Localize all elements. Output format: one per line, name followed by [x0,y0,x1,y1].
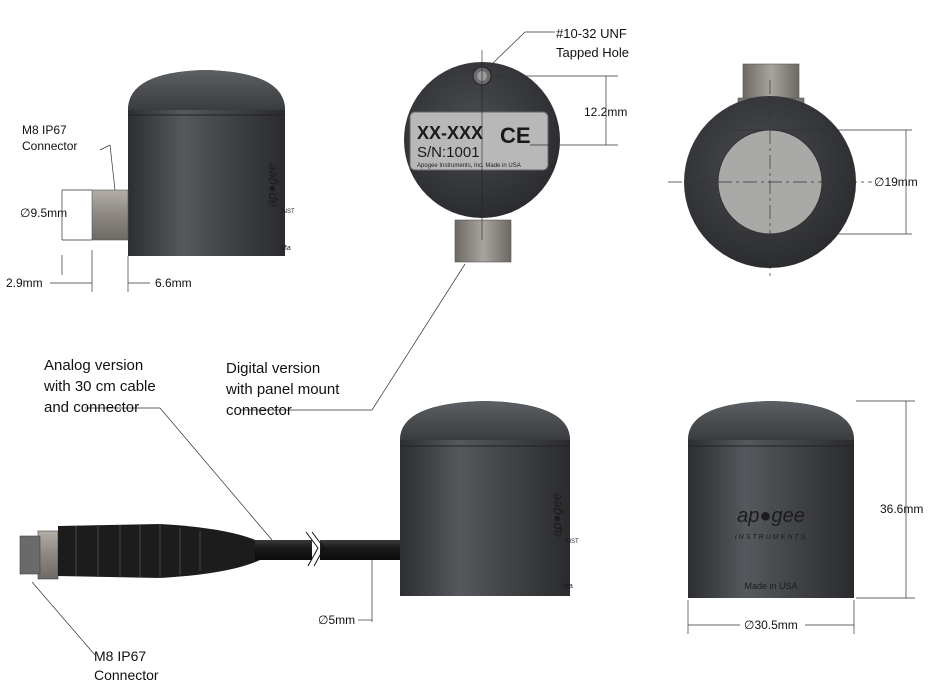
analog-callout-line3: and connector [44,399,140,416]
hole-label-line1: #10-32 UNF [556,26,627,41]
bottom-connector-label-line1: M8 IP67 [94,648,147,664]
side-view-top-left [50,70,285,292]
logo-sub-text: INST [565,539,579,545]
overmold-boot [58,524,260,578]
dim-width: ∅30.5mm [744,618,798,632]
plate-footer: Apogee Instruments, Inc. Made in USA [417,163,521,169]
made-badge-text: Ma [281,245,291,252]
logo-sub-text: INST [281,209,295,215]
dim-cable-dia: ∅5mm [318,613,356,627]
digital-callout-line1: Digital version [226,360,321,377]
dim-connector-dia: ∅9.5mm [20,206,68,220]
front-view-bottom-right [687,400,915,634]
digital-callout-line2: with panel mount [226,381,340,398]
cable-assembly [19,524,402,580]
top-view-right [668,63,912,280]
logo-text: ap●gee [549,493,564,537]
m8-connector-stub [91,189,129,241]
made-badge-text: Ma [563,583,573,590]
dim-hole-offset: 12.2mm [584,105,628,119]
dim-connector-len: 2.9mm [6,276,43,290]
dim-offset: 6.6mm [155,276,192,290]
callout-leaders [31,263,466,656]
sensor-dome [128,70,285,110]
hole-label-line2: Tapped Hole [556,45,629,60]
front-logo-sub: INSTRUMENTS [735,534,808,541]
connector-label-line1: M8 IP67 [22,123,67,137]
bottom-connector-label-line2: Connector [94,667,159,683]
analog-callout-line1: Analog version [44,357,144,374]
side-logo-bottom-middle: ap●gee [549,493,564,537]
face-view-top-middle [404,31,618,263]
cable-segment-left [255,540,312,560]
digital-callout-line3: connector [226,402,292,419]
connector-label-line2: Connector [22,139,78,153]
sensor-body [400,401,570,596]
analog-callout-line2: with 30 cm cable [44,378,156,395]
sensor-body [128,70,285,256]
front-logo: ap●gee [737,505,805,527]
side-logo-top-left: ap●gee [264,163,279,207]
logo-text: ap●gee [264,163,279,207]
side-view-bottom-middle [358,401,570,622]
made-in-text: Made in USA [744,581,797,591]
m8-cable-plug [37,530,59,580]
sensor-body [688,401,854,598]
cable-segment-right [320,540,402,560]
product-plate [409,111,549,171]
plate-ce: CE [500,123,531,148]
panel-connector [454,219,512,263]
plate-model: XX-XXX [417,123,483,143]
dim-window-dia: ∅19mm [874,175,918,189]
dim-height: 36.6mm [880,502,924,516]
plate-serial: S/N:1001 [417,144,480,161]
